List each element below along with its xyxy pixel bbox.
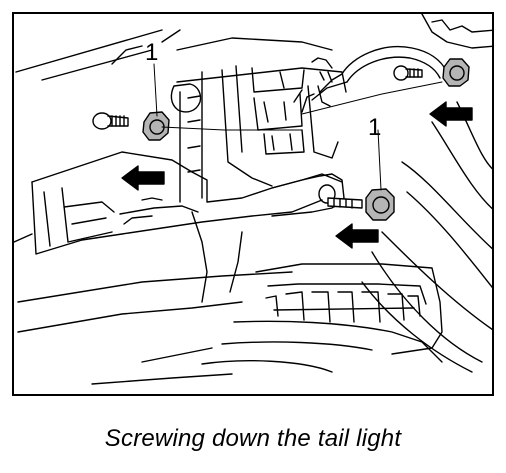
figure-caption: Screwing down the tail light [104, 425, 402, 452]
leader-lines [153, 63, 443, 191]
arrow-right [429, 101, 473, 127]
arrow-left [121, 165, 165, 191]
wiring-harness [293, 46, 448, 113]
figure-frame: 1 1 [12, 12, 494, 396]
bolt-upper-right [393, 65, 423, 81]
hex-nut-lower [365, 188, 395, 221]
hex-nut-left [142, 111, 170, 141]
lower-bracket [271, 173, 345, 217]
tail-light-illustration: 1 1 [14, 14, 492, 385]
callout-number: 1 [368, 114, 381, 141]
left-wall [14, 211, 293, 333]
hex-nut-right [442, 58, 470, 87]
arrow-lower [335, 223, 379, 249]
body-panel-lines [15, 29, 333, 81]
callout-number: 1 [145, 39, 158, 66]
bolt-upper-left [92, 112, 129, 130]
tail-light-housing [31, 151, 343, 255]
bolt-lower [327, 197, 363, 209]
bottom-tray [91, 263, 443, 385]
bulb-socket [170, 83, 202, 113]
